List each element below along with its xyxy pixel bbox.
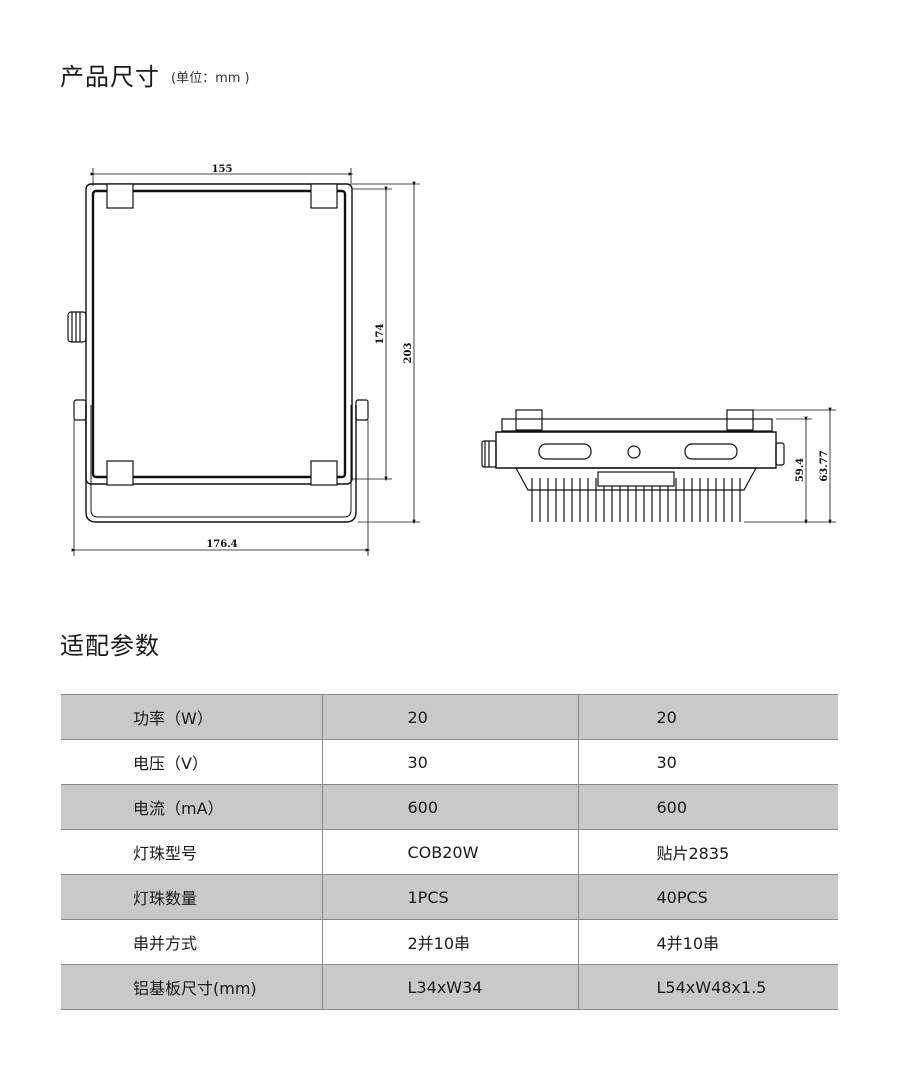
param-value-1: COB20W — [321, 829, 578, 875]
param-value-1: 600 — [321, 784, 578, 830]
dim-side-body-label: 59.4 — [795, 458, 806, 482]
param-value-1: 2并10串 — [321, 919, 578, 965]
params-title: 适配参数 — [60, 632, 160, 660]
dim-bracket-width-label: 176.4 — [206, 539, 237, 550]
param-value-2: 贴片2835 — [577, 829, 838, 875]
dim-inner-height-label: 174 — [375, 324, 386, 345]
param-value-2: 4并10串 — [577, 919, 838, 965]
table-row: 灯珠数量 1PCS 40PCS — [61, 874, 838, 920]
param-value-1: 20 — [321, 694, 578, 740]
table-row: 电压（V） 30 30 — [61, 739, 838, 785]
dimensions-unit: (单位：mm ) — [171, 71, 250, 86]
param-value-1: 1PCS — [321, 874, 578, 920]
dimensions-title: 产品尺寸 — [60, 63, 160, 91]
param-label: 电压（V） — [61, 739, 322, 785]
side-view — [481, 409, 785, 522]
table-row: 电流（mA） 600 600 — [61, 784, 838, 830]
param-label: 电流（mA） — [61, 784, 322, 830]
front-view — [67, 183, 369, 523]
param-value-1: 30 — [321, 739, 578, 785]
dim-total-height-label: 203 — [403, 343, 414, 364]
table-row: 灯珠型号 COB20W 贴片2835 — [61, 829, 838, 875]
param-value-2: 30 — [577, 739, 838, 785]
dim-width-label: 155 — [212, 164, 233, 175]
param-value-2: 20 — [577, 694, 838, 740]
param-label: 灯珠型号 — [61, 829, 322, 875]
param-label: 灯珠数量 — [61, 874, 322, 920]
param-label: 功率（W） — [61, 694, 322, 740]
param-value-2: 600 — [577, 784, 838, 830]
table-row: 功率（W） 20 20 — [61, 694, 838, 740]
param-value-1: L34xW34 — [321, 964, 578, 1010]
param-label: 串并方式 — [61, 919, 322, 965]
table-row: 铝基板尺寸(mm) L34xW34 L54xW48x1.5 — [61, 964, 838, 1010]
dim-side-total-label: 63.77 — [819, 450, 830, 481]
table-row: 串并方式 2并10串 4并10串 — [61, 919, 838, 965]
param-value-2: L54xW48x1.5 — [577, 964, 838, 1010]
product-drawing: 155 174 203 176.4 — [67, 164, 836, 556]
params-table: 功率（W） 20 20 电压（V） 30 30 电流（mA） 600 600 灯… — [61, 694, 838, 1010]
param-label: 铝基板尺寸(mm) — [61, 964, 322, 1010]
param-value-2: 40PCS — [577, 874, 838, 920]
